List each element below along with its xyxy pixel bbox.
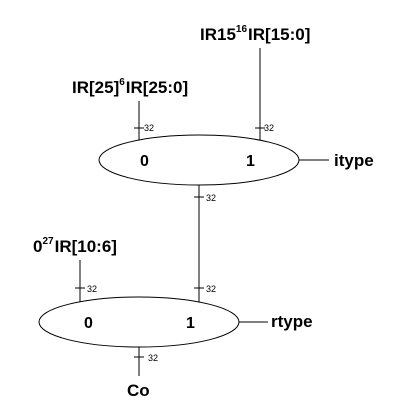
mux-rtype-port1: 1 (186, 315, 195, 332)
input-label-sign-extend-25: IR[25]6IR[25:0] (72, 77, 188, 97)
mux-itype-port0: 0 (140, 153, 149, 170)
output-label: Co (127, 381, 150, 400)
bus-width-label: 32 (87, 284, 97, 294)
mux-rtype (38, 296, 240, 348)
bus-width-label: 32 (206, 284, 216, 294)
select-label-rtype: rtype (271, 312, 313, 331)
mux-itype-port1: 1 (246, 153, 255, 170)
mux-rtype-port0: 0 (84, 315, 93, 332)
input-label-sign-extend-15: IR1516IR[15:0] (200, 24, 310, 44)
bus-width-label: 32 (206, 193, 216, 203)
input-label-shamt: 027IR[10:6] (33, 236, 117, 256)
bus-width-label: 32 (148, 353, 158, 363)
select-label-itype: itype (334, 151, 374, 170)
bus-width-label: 32 (264, 123, 274, 133)
bus-width-label: 32 (144, 123, 154, 133)
mux-itype (98, 134, 300, 186)
